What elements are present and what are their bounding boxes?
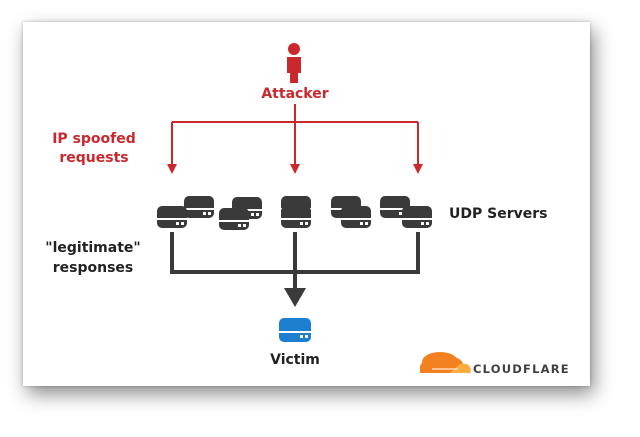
udp-server-cluster-left	[157, 196, 262, 230]
udp-server-cluster-right	[331, 196, 432, 228]
udp-servers-label: UDP Servers	[449, 206, 547, 222]
cloudflare-wordmark: CLOUDFLARE	[473, 362, 570, 376]
udp-server-cluster-center	[281, 196, 311, 228]
cloudflare-cloud-icon	[420, 352, 471, 373]
legitimate-label-line2: responses	[53, 260, 134, 276]
attacker-label: Attacker	[261, 86, 328, 102]
ip-spoofed-label-line2: requests	[59, 150, 128, 166]
legitimate-label-line1: "legitimate"	[45, 240, 140, 256]
ip-spoofed-label-line1: IP spoofed	[52, 131, 136, 147]
response-arrowhead	[284, 288, 306, 307]
victim-server-icon	[279, 318, 311, 342]
spoofed-arrowheads	[167, 164, 423, 174]
spoofed-request-arrows	[171, 104, 419, 166]
response-lines	[170, 232, 420, 292]
attacker-person-icon	[287, 43, 301, 83]
victim-label: Victim	[270, 352, 320, 368]
